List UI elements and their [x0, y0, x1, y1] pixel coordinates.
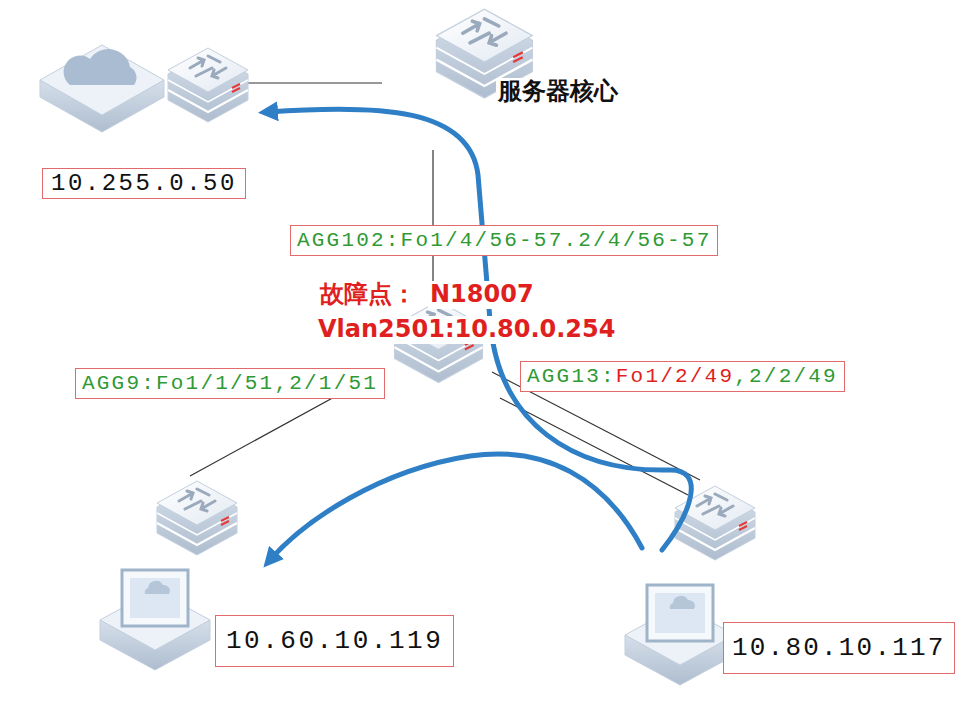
label-text: ,2/2/49: [734, 365, 838, 388]
label-text: 10.60.10.119: [226, 626, 443, 656]
device-name: 服务器核心: [496, 78, 620, 106]
port-label-box: AGG102:Fo1/4/56-57.2/4/56-57: [290, 225, 718, 256]
fault-note: 故障点：: [318, 281, 418, 309]
port-label-box: 10.60.10.119: [215, 615, 454, 667]
port-label-box: AGG13:Fo1/2/49,2/2/49: [520, 361, 845, 392]
fault-note: Vlan2501:10.80.0.254: [316, 316, 617, 344]
label-text: 10.80.10.117: [732, 633, 946, 663]
port-label-box: 10.80.10.117: [723, 622, 955, 674]
port-label-box: AGG9:Fo1/1/51,2/1/51: [75, 368, 385, 399]
port-label-box: 10.255.0.50: [42, 168, 246, 199]
label-text: 10.255.0.50: [51, 170, 237, 197]
label-text: Fo1/2/49: [616, 365, 734, 388]
label-text: AGG9:Fo1/1/51,2/1/51: [82, 372, 378, 395]
label-text: AGG13:: [527, 365, 616, 388]
fault-note: N18007: [428, 281, 536, 309]
label-text: AGG102:Fo1/4/56-57.2/4/56-57: [297, 229, 711, 252]
